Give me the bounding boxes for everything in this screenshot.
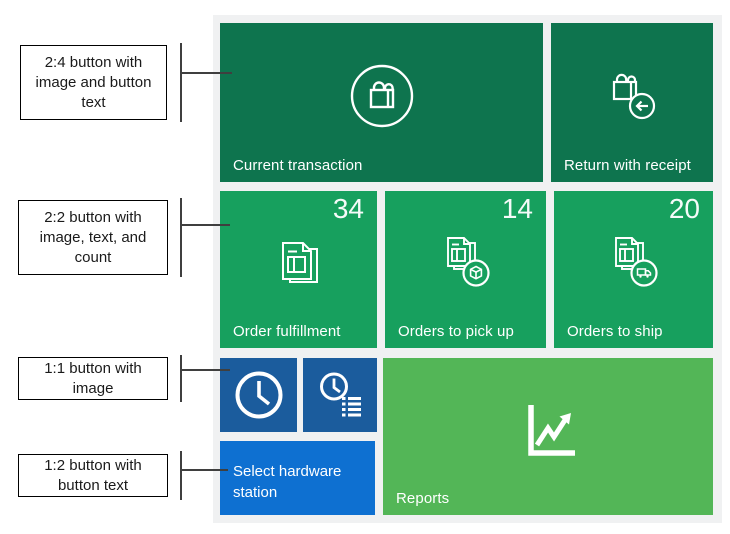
- shopping-bag-return-arrow-icon: [600, 64, 664, 128]
- callout-1-1-label: 1:1 button with image: [44, 359, 142, 397]
- callout-line: [180, 72, 232, 74]
- tile-label: Current transaction: [233, 157, 363, 174]
- clock-icon: [232, 368, 286, 422]
- tile-label: Orders to pick up: [398, 323, 514, 340]
- tile-count: 20: [668, 193, 700, 224]
- documents-with-truck-icon: [605, 234, 663, 292]
- callout-line: [180, 224, 230, 226]
- tile-label: Select hardware station: [233, 463, 342, 501]
- tile-label: Return with receipt: [564, 157, 691, 174]
- tile-label: Reports: [396, 490, 450, 507]
- callout-line: [180, 43, 182, 122]
- callout-2-2-label: 2:2 button with image, text, and count: [39, 208, 147, 266]
- tile-select-hardware-station[interactable]: Select hardware station: [220, 441, 375, 515]
- tile-orders-to-pick-up[interactable]: 14 Orders to pick up: [385, 191, 546, 348]
- tile-return-with-receipt[interactable]: Return with receipt: [551, 23, 713, 182]
- tile-clock-list[interactable]: [303, 358, 377, 432]
- callout-2-4-label: 2:4 button with image and button text: [35, 53, 152, 111]
- callout-2-4-button: 2:4 button with image and button text: [20, 45, 167, 120]
- tile-order-fulfillment[interactable]: 34 Order fulfillment: [220, 191, 377, 348]
- tile-count: 34: [332, 193, 364, 224]
- tile-current-transaction[interactable]: Current transaction: [220, 23, 543, 182]
- tile-reports[interactable]: Reports: [383, 358, 713, 515]
- callout-2-2-button: 2:2 button with image, text, and count: [18, 200, 168, 275]
- tile-orders-to-ship[interactable]: 20 Orders to ship: [554, 191, 713, 348]
- clock-with-list-icon: [315, 370, 365, 420]
- stacked-documents-icon: [272, 236, 326, 290]
- callout-line: [180, 355, 182, 402]
- callout-line: [180, 198, 182, 277]
- callout-1-2-button: 1:2 button with button text: [18, 454, 168, 497]
- callout-line: [180, 451, 182, 500]
- shopping-bag-circle-icon: [347, 61, 417, 131]
- callout-1-2-label: 1:2 button with button text: [44, 456, 142, 494]
- callout-line: [180, 469, 228, 471]
- tile-label: Orders to ship: [567, 323, 663, 340]
- tile-label: Order fulfillment: [233, 323, 341, 340]
- chart-up-arrow-icon: [511, 393, 585, 467]
- callout-1-1-button: 1:1 button with image: [18, 357, 168, 400]
- callout-line: [180, 369, 230, 371]
- documents-with-box-icon: [437, 234, 495, 292]
- tile-count: 14: [501, 193, 533, 224]
- tile-clock[interactable]: [220, 358, 297, 432]
